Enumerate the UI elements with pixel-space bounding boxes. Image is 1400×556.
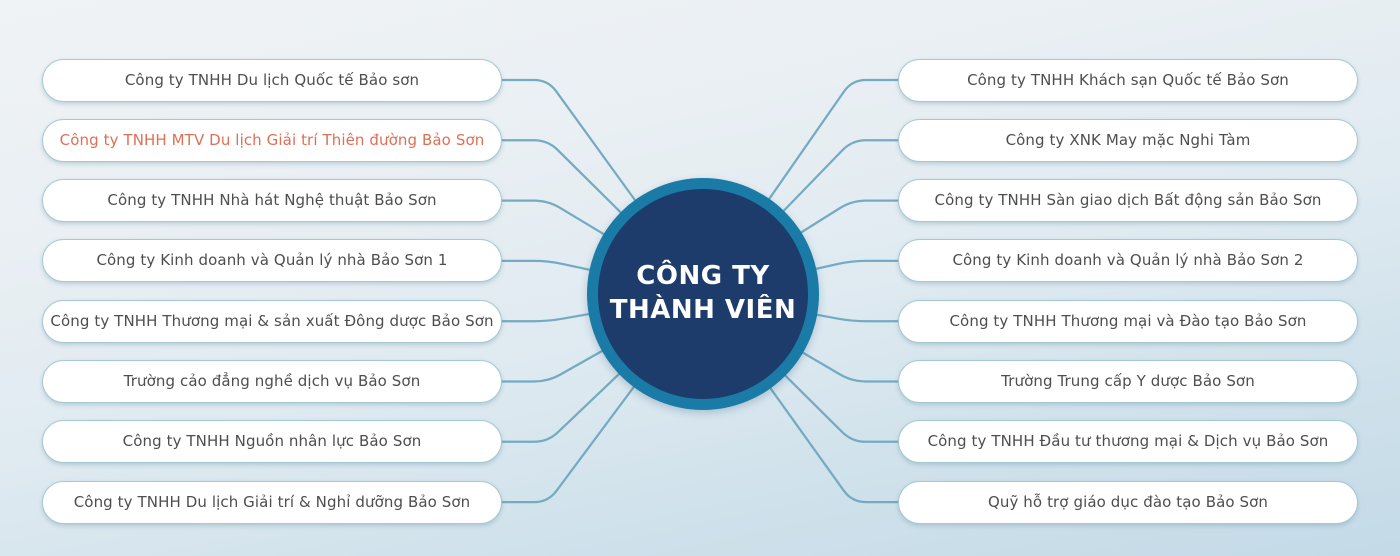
- company-pill: Công ty TNHH Đầu tư thương mại & Dịch vụ…: [898, 420, 1358, 464]
- company-pill: Công ty Kinh doanh và Quản lý nhà Bảo Sơ…: [898, 239, 1358, 283]
- connector-line: [701, 292, 900, 443]
- company-pill: Công ty XNK May mặc Nghi Tàm: [898, 118, 1358, 162]
- connector-line: [701, 78, 900, 296]
- connector-line: [500, 259, 705, 296]
- connector-line: [701, 292, 900, 323]
- connector-line: [701, 259, 900, 296]
- company-pill: Công ty TNHH Thương mại và Đào tạo Bảo S…: [898, 299, 1358, 343]
- connector-line: [701, 292, 900, 383]
- company-pill-label: Công ty TNHH Nhà hát Nghệ thuật Bảo Sơn: [107, 191, 437, 210]
- company-pill-label: Công ty TNHH Nguồn nhân lực Bảo Sơn: [122, 432, 422, 451]
- company-pill: Công ty TNHH Du lịch Quốc tế Bảo sơn: [42, 58, 502, 102]
- connector-line: [701, 139, 900, 296]
- company-pill: Quỹ hỗ trợ giáo dục đào tạo Bảo Sơn: [898, 480, 1358, 524]
- company-pill: Công ty TNHH Sàn giao dịch Bất động sản …: [898, 179, 1358, 223]
- company-pill-label: Công ty TNHH Thương mại & sản xuất Đông …: [50, 311, 494, 330]
- company-pill-label: Công ty XNK May mặc Nghi Tàm: [1005, 130, 1251, 149]
- center-node-body: CÔNG TY THÀNH VIÊN: [598, 189, 808, 399]
- connector-line: [500, 292, 705, 504]
- company-pill: Công ty TNHH MTV Du lịch Giải trí Thiên …: [42, 118, 502, 162]
- connector-line: [701, 292, 900, 504]
- center-node-title-line1: CÔNG TY: [636, 261, 770, 292]
- company-pill: Công ty TNHH Thương mại & sản xuất Đông …: [42, 299, 502, 343]
- company-pill: Trường cảo đẳng nghề dịch vụ Bảo Sơn: [42, 360, 502, 403]
- company-pill-label: Công ty Kinh doanh và Quản lý nhà Bảo Sơ…: [96, 251, 448, 270]
- connector-line: [500, 292, 705, 443]
- connector-line: [500, 139, 705, 296]
- company-pill-label: Công ty TNHH Du lịch Quốc tế Bảo sơn: [124, 70, 420, 89]
- connector-line: [701, 199, 900, 296]
- company-pill-label: Công ty TNHH Sàn giao dịch Bất động sản …: [934, 191, 1322, 210]
- center-node-title-line2: THÀNH VIÊN: [609, 295, 797, 325]
- company-pill: Công ty TNHH Khách sạn Quốc tế Bảo Sơn: [898, 58, 1358, 102]
- company-pill-label: Công ty Kinh doanh và Quản lý nhà Bảo Sơ…: [952, 251, 1304, 270]
- connector-line: [500, 292, 705, 383]
- company-pill: Công ty TNHH Nhà hát Nghệ thuật Bảo Sơn: [42, 179, 502, 223]
- company-pill: Công ty TNHH Nguồn nhân lực Bảo Sơn: [42, 420, 502, 464]
- company-pill-label: Công ty TNHH Khách sạn Quốc tế Bảo Sơn: [967, 70, 1289, 89]
- company-pill: Công ty TNHH Du lịch Giải trí & Nghỉ dưỡ…: [42, 480, 502, 524]
- company-pill-label: Quỹ hỗ trợ giáo dục đào tạo Bảo Sơn: [987, 492, 1269, 511]
- connector-line: [500, 78, 705, 296]
- company-pill-label: Công ty TNHH Đầu tư thương mại & Dịch vụ…: [927, 432, 1329, 451]
- company-pill-label: Công ty TNHH Thương mại và Đào tạo Bảo S…: [949, 311, 1307, 330]
- company-pill: Trường Trung cấp Y dược Bảo Sơn: [898, 360, 1358, 403]
- company-pill-label: Trường cảo đẳng nghề dịch vụ Bảo Sơn: [123, 372, 421, 390]
- connector-line: [500, 199, 705, 296]
- company-pill: Công ty Kinh doanh và Quản lý nhà Bảo Sơ…: [42, 239, 502, 283]
- connector-line: [500, 292, 705, 323]
- center-node: CÔNG TY THÀNH VIÊN: [587, 178, 819, 410]
- company-pill-label: Trường Trung cấp Y dược Bảo Sơn: [1001, 372, 1255, 390]
- company-pill-label: Công ty TNHH Du lịch Giải trí & Nghỉ dưỡ…: [73, 492, 471, 511]
- company-pill-label: Công ty TNHH MTV Du lịch Giải trí Thiên …: [59, 130, 485, 149]
